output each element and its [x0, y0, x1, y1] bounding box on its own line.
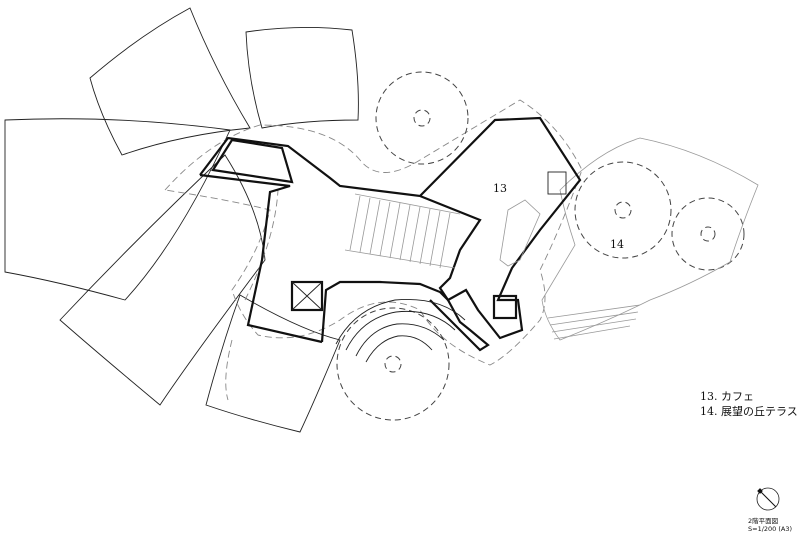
roof-petal-bottom	[205, 294, 341, 433]
roof-outline-dashed	[164, 99, 583, 401]
cafe-counter	[499, 171, 567, 267]
amphitheatre-steps	[335, 299, 466, 363]
drawing-scale: S=1/200 (A3)	[748, 525, 793, 533]
tree-canopy-3	[671, 197, 745, 271]
roof-dashed-outline	[164, 99, 583, 366]
wall-inner-triangle	[211, 138, 294, 184]
tree-canopy-1	[375, 71, 469, 165]
roof-petal-lower-left	[59, 154, 266, 406]
stair-stringer	[344, 193, 461, 269]
wall-west-wing	[199, 173, 323, 344]
kitchen-unit	[547, 171, 567, 195]
arc-step-1	[335, 299, 466, 345]
tree-trunk-3	[700, 226, 716, 242]
room-label-13: 13	[493, 182, 507, 195]
toilet-core	[492, 294, 518, 320]
roof-dashed-outline-left	[225, 189, 279, 401]
wall-north-wing	[199, 116, 582, 340]
roof-petal-top	[89, 7, 251, 156]
roof-petal-left	[4, 118, 231, 301]
building-walls	[199, 116, 582, 352]
stair-core	[290, 280, 324, 312]
main-stair	[344, 193, 461, 269]
legend-item-cafe: 13. カフェ	[700, 390, 754, 403]
stair-treads	[349, 195, 451, 269]
arc-step-3	[355, 323, 445, 357]
tree-canopy-2	[574, 161, 672, 259]
north-arrow-icon	[756, 487, 780, 511]
tree-canopies	[336, 71, 745, 421]
arc-step-4	[365, 335, 433, 363]
drawing-title-block: 2階平面図 S=1/200 (A3)	[748, 517, 792, 533]
tree-trunk-4	[384, 355, 402, 373]
drawing-title: 2階平面図	[748, 517, 779, 525]
room-legend: 13. カフェ 14. 展望の丘テラス	[700, 389, 798, 419]
roof-petal-top-right	[245, 26, 359, 129]
terrace-outline	[541, 137, 759, 341]
room-label-14: 14	[610, 238, 624, 251]
arc-step-2	[345, 310, 456, 351]
terrace-boundary	[541, 137, 759, 341]
roof-petals	[4, 7, 359, 433]
stair-core-cross	[291, 281, 323, 311]
counter-outline	[499, 199, 541, 267]
legend-item-terrace: 14. 展望の丘テラス	[700, 405, 798, 418]
tree-canopy-4	[336, 307, 450, 421]
tree-trunk-1	[413, 109, 431, 127]
terrace-steps	[547, 304, 641, 340]
tree-trunk-2	[614, 201, 632, 219]
